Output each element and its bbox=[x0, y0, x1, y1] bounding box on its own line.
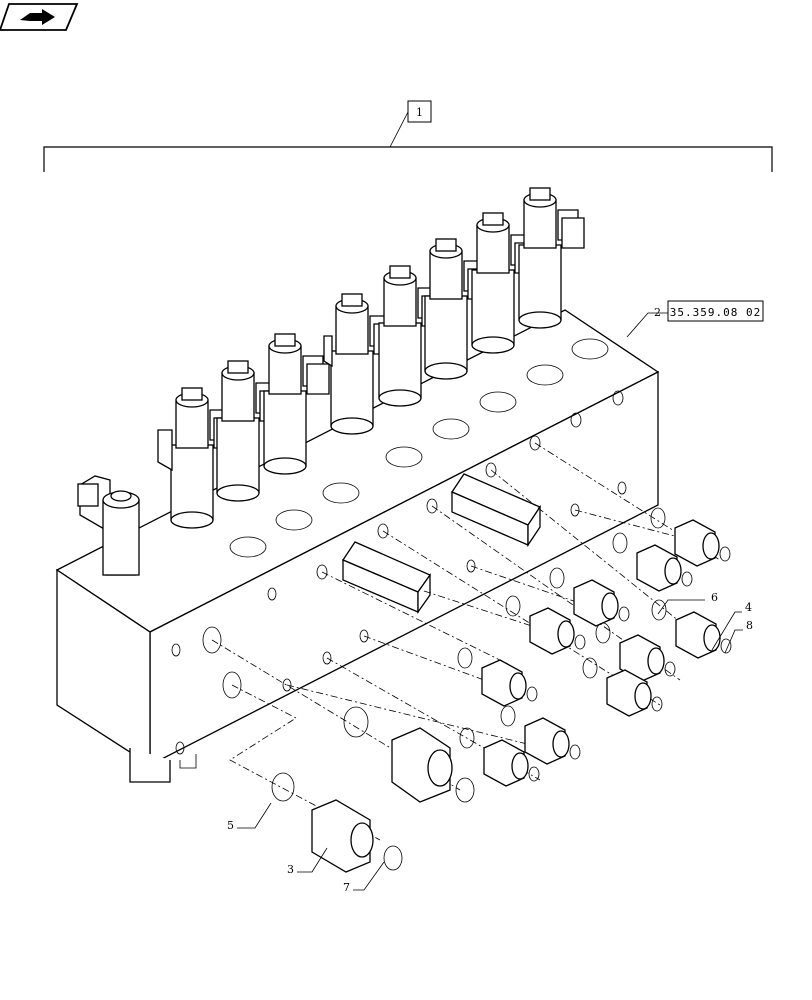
assembly-label-box: 1 bbox=[407, 100, 432, 123]
top-port-seals bbox=[229, 338, 609, 558]
callout-5-label: 5 bbox=[227, 819, 234, 832]
callout-8: 8 bbox=[724, 619, 753, 654]
callout-3-label: 3 bbox=[287, 863, 294, 876]
large-fitting-b bbox=[271, 772, 403, 873]
callout-7: 7 bbox=[343, 861, 385, 894]
callout-6-label: 6 bbox=[711, 591, 718, 604]
callout-2: 2 bbox=[654, 306, 661, 319]
reference-label: 35.359.08 02 bbox=[670, 306, 761, 319]
pressure-sensor bbox=[77, 475, 140, 576]
callout-6: 6 bbox=[657, 591, 718, 615]
assembly-bracket bbox=[43, 111, 773, 172]
solenoid-valves bbox=[157, 187, 585, 529]
assembly-label: 1 bbox=[416, 106, 423, 119]
next-page-arrow-icon[interactable] bbox=[0, 3, 79, 31]
callout-5: 5 bbox=[227, 802, 272, 832]
callout-4: 4 bbox=[711, 601, 752, 651]
callout-7-label: 7 bbox=[343, 881, 350, 894]
small-fittings bbox=[457, 507, 732, 787]
reference-label-box: 35.359.08 02 bbox=[626, 300, 764, 338]
callout-2-label: 2 bbox=[654, 306, 661, 319]
large-fitting-a bbox=[343, 706, 475, 803]
callout-3: 3 bbox=[287, 847, 328, 876]
hex-plug-right bbox=[451, 473, 541, 548]
hex-plug-left bbox=[342, 541, 431, 615]
callout-4-label: 4 bbox=[745, 601, 752, 614]
callout-8-label: 8 bbox=[746, 619, 753, 632]
